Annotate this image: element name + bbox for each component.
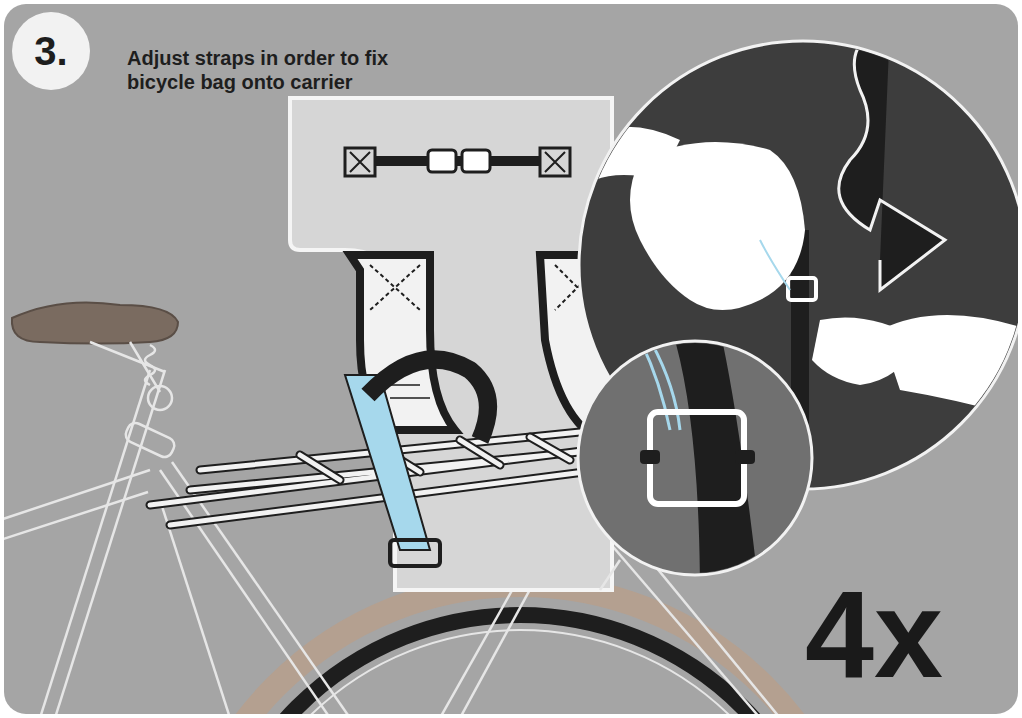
repeat-count: 4x bbox=[805, 572, 943, 696]
bicycle-bag bbox=[290, 98, 612, 590]
step-number: 3. bbox=[34, 31, 67, 71]
step-number-badge: 3. bbox=[12, 12, 90, 90]
step-title: Adjust straps in order to fix bicycle ba… bbox=[127, 46, 427, 94]
